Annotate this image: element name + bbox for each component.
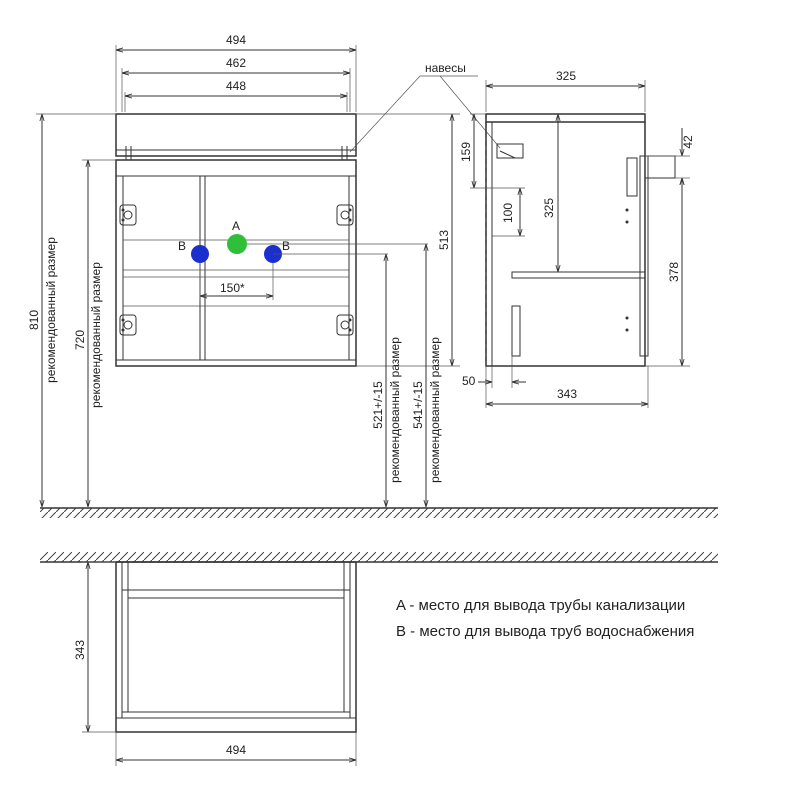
height-cabinet-note: рекомендованный размер bbox=[89, 262, 103, 408]
legend: A - место для вывода трубы канализации B… bbox=[396, 597, 694, 640]
side-dim-378: 378 bbox=[667, 262, 681, 282]
height-513: 513 bbox=[437, 230, 451, 250]
height-cabinet: 720 bbox=[73, 330, 87, 350]
height-541-note: рекомендованный размер bbox=[428, 337, 442, 483]
front-width-dims: 494 462 448 bbox=[115, 33, 357, 112]
front-width-mid: 462 bbox=[226, 56, 246, 70]
front-width-outer: 494 bbox=[226, 33, 246, 47]
cabinet-body bbox=[115, 159, 357, 367]
height-total-note: рекомендованный размер bbox=[44, 237, 58, 383]
hinge-bottom-left bbox=[119, 314, 137, 336]
side-dim-42: 42 bbox=[681, 135, 695, 149]
legend-b: B - место для вывода труб водоснабжения bbox=[396, 623, 694, 640]
side-dim-325-vertical: 325 bbox=[542, 198, 556, 218]
side-view: 325 159 100 3 bbox=[459, 69, 695, 408]
label-a: A bbox=[232, 219, 240, 233]
pipe-spacing: 150* bbox=[220, 281, 245, 295]
label-b-right: B bbox=[282, 239, 290, 253]
side-dim-50: 50 bbox=[462, 374, 476, 388]
top-view: 343 494 bbox=[40, 552, 718, 766]
front-right-dims: 513 521+/-15 рекомендованный размер 541+… bbox=[356, 113, 460, 507]
top-width: 494 bbox=[226, 743, 246, 757]
hinge-top-right bbox=[336, 204, 354, 226]
pipe-b-left-dot bbox=[191, 245, 209, 263]
hinge-top-left bbox=[119, 204, 137, 226]
countertop bbox=[115, 113, 357, 160]
side-dim-159: 159 bbox=[459, 142, 473, 162]
side-depth-top: 325 bbox=[556, 69, 576, 83]
front-width-inner: 448 bbox=[226, 79, 246, 93]
top-depth: 343 bbox=[73, 640, 87, 660]
hinge-bottom-right bbox=[336, 314, 354, 336]
hangers-label: навесы bbox=[425, 61, 466, 75]
pipe-markers: A B B 150* bbox=[178, 219, 428, 300]
height-total: 810 bbox=[27, 310, 41, 330]
height-521-note: рекомендованный размер bbox=[388, 337, 402, 483]
front-height-dims: 810 рекомендованный размер 720 рекомендо… bbox=[27, 113, 116, 507]
label-b-left: B bbox=[178, 239, 186, 253]
height-521: 521+/-15 bbox=[371, 381, 385, 429]
floor bbox=[40, 507, 718, 518]
legend-a: A - место для вывода трубы канализации bbox=[396, 597, 685, 614]
pipe-a-dot bbox=[227, 234, 247, 254]
hangers-callout: навесы bbox=[349, 61, 501, 153]
side-depth-bottom: 343 bbox=[557, 387, 577, 401]
side-dim-100: 100 bbox=[501, 203, 515, 223]
height-541: 541+/-15 bbox=[411, 381, 425, 429]
front-view: 494 462 448 bbox=[27, 33, 501, 507]
